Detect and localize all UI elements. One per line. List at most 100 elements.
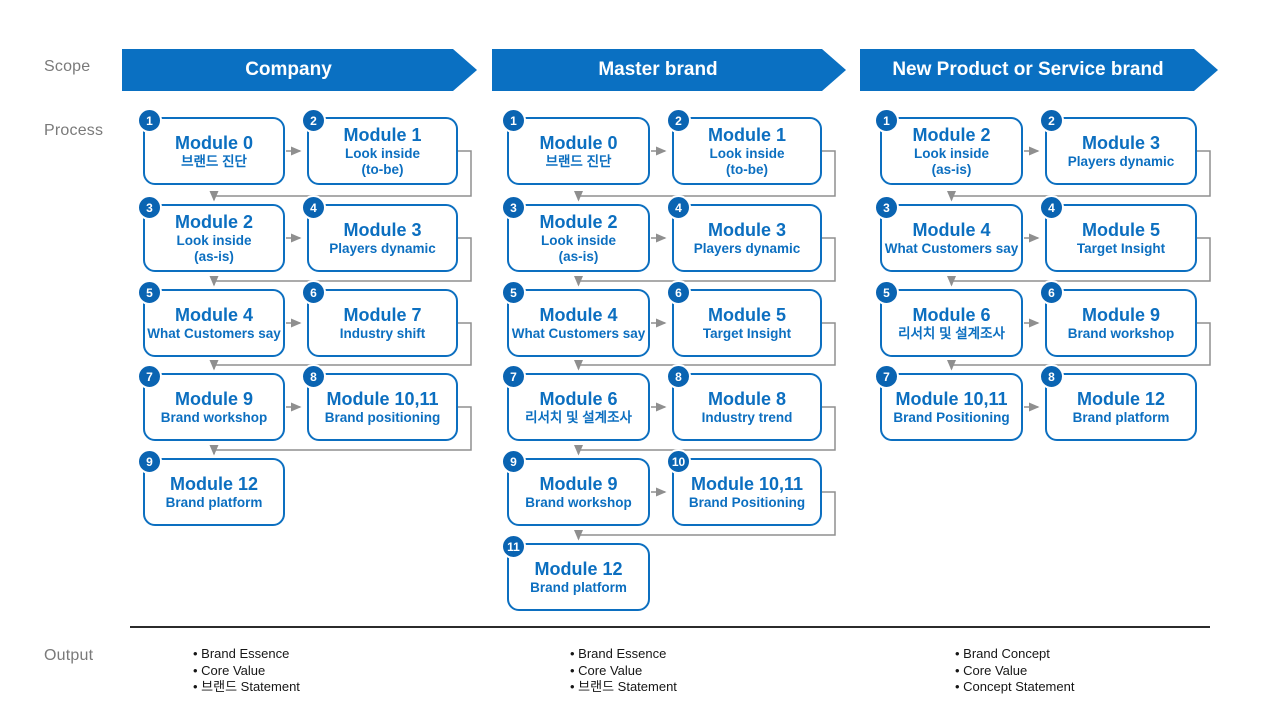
module-subtitle: (to-be): [726, 161, 768, 177]
module-title: Module 1: [343, 124, 422, 145]
module-subtitle: Look inside: [344, 145, 420, 161]
module-number-badge: 2: [666, 108, 691, 133]
output-list: • Brand Concept• Core Value• Concept Sta…: [955, 646, 1074, 696]
scope-label: Scope: [44, 58, 91, 75]
module-number-badge: 5: [874, 280, 899, 305]
module-subtitle: (as-is): [194, 248, 234, 264]
module-number-badge: 4: [301, 195, 326, 220]
module-subtitle: Target Insight: [1076, 240, 1166, 256]
module-subtitle: Industry trend: [701, 409, 793, 425]
module-title: Module 10,11: [690, 473, 804, 494]
output-item: • 브랜드 Statement: [570, 679, 677, 694]
module-number-badge: 8: [666, 364, 691, 389]
module-subtitle: Players dynamic: [1067, 153, 1175, 169]
output-list: • Brand Essence• Core Value• 브랜드 Stateme…: [570, 646, 677, 696]
module-number-badge: 1: [137, 108, 162, 133]
module-number-badge: 9: [501, 449, 526, 474]
module-title: Module 3: [1081, 132, 1160, 153]
module-subtitle: (as-is): [931, 161, 972, 177]
module-subtitle: Target Insight: [702, 325, 792, 341]
module-title: Module 4: [539, 304, 618, 325]
module-number-badge: 9: [137, 449, 162, 474]
output-label: Output: [44, 647, 94, 664]
module-number-badge: 8: [301, 364, 326, 389]
module-title: Module 1: [707, 124, 786, 145]
output-item: • 브랜드 Statement: [193, 679, 300, 694]
module-subtitle: What Customers say: [147, 325, 281, 341]
module-subtitle: Look inside: [540, 232, 616, 248]
module-title: Module 5: [1081, 219, 1160, 240]
module-subtitle: Brand workshop: [1067, 325, 1175, 341]
module-subtitle: Players dynamic: [329, 240, 436, 256]
module-number-badge: 8: [1039, 364, 1064, 389]
output-list: • Brand Essence• Core Value• 브랜드 Stateme…: [193, 646, 300, 696]
module-title: Module 9: [174, 388, 253, 409]
module-subtitle: Brand platform: [165, 494, 263, 510]
module-subtitle: Brand positioning: [324, 409, 441, 425]
module-title: Module 10,11: [326, 388, 439, 409]
module-number-badge: 5: [501, 280, 526, 305]
module-subtitle: (as-is): [558, 248, 599, 264]
output-item: • Brand Concept: [955, 646, 1050, 661]
module-title: Module 6: [539, 388, 618, 409]
module-number-badge: 1: [874, 108, 899, 133]
output-item: • Core Value: [570, 662, 643, 678]
module-title: Module 6: [912, 304, 991, 325]
module-number-badge: 1: [501, 108, 526, 133]
module-subtitle: Brand workshop: [525, 494, 632, 510]
module-title: Module 9: [539, 473, 618, 494]
module-number-badge: 6: [666, 280, 691, 305]
module-title: Module 2: [174, 211, 253, 232]
module-subtitle: 리서치 및 설계조사: [525, 409, 632, 425]
module-number-badge: 7: [137, 364, 162, 389]
module-title: Module 3: [707, 219, 786, 240]
module-subtitle: What Customers say: [511, 325, 646, 341]
module-number-badge: 2: [1039, 108, 1064, 133]
module-title: Module 3: [343, 219, 422, 240]
output-item: • Brand Essence: [570, 646, 667, 661]
scope-banner: Company: [122, 49, 477, 91]
module-subtitle: Look inside: [176, 232, 252, 248]
module-title: Module 7: [343, 304, 422, 325]
process-label: Process: [44, 122, 104, 139]
module-number-badge: 3: [874, 195, 899, 220]
scope-banner: Master brand: [492, 49, 846, 91]
module-subtitle: Brand platform: [530, 579, 627, 595]
module-subtitle: Brand workshop: [160, 409, 268, 425]
module-number-badge: 7: [874, 364, 899, 389]
output-divider-line: [130, 626, 1210, 628]
output-item: • Core Value: [955, 662, 1028, 678]
module-subtitle: Brand Positioning: [893, 409, 1010, 425]
output-item: • Core Value: [193, 662, 266, 678]
module-subtitle: Brand platform: [1072, 409, 1170, 425]
module-subtitle: Brand Positioning: [688, 494, 806, 510]
module-number-badge: 6: [1039, 280, 1064, 305]
module-subtitle: 브랜드 진단: [181, 153, 247, 169]
module-number-badge: 4: [1039, 195, 1064, 220]
module-subtitle: Look inside: [709, 145, 785, 161]
module-title: Module 12: [169, 473, 258, 494]
module-title: Module 12: [534, 558, 623, 579]
module-number-badge: 2: [301, 108, 326, 133]
module-title: Module 5: [707, 304, 786, 325]
